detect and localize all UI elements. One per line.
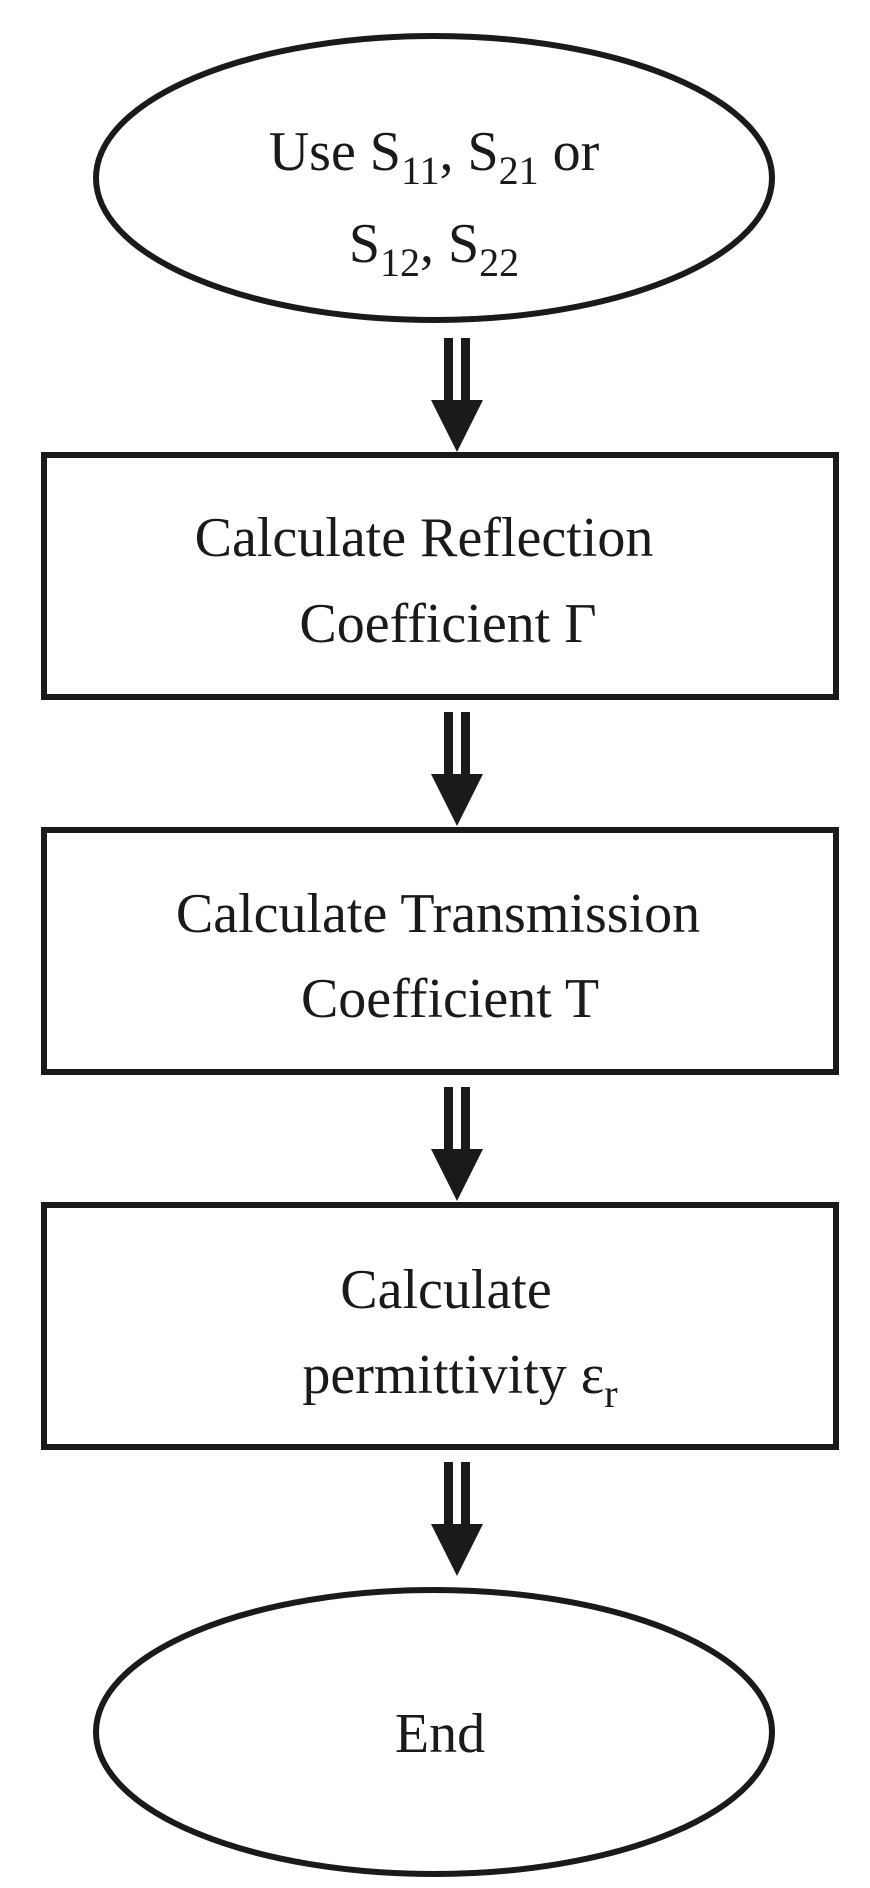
arrow-transmission-to-permittivity bbox=[431, 1087, 483, 1201]
end-oval bbox=[93, 1587, 775, 1877]
permittivity-box bbox=[41, 1202, 839, 1450]
arrow-reflection-to-transmission bbox=[431, 712, 483, 826]
reflection-box bbox=[41, 452, 839, 700]
start-node: Use S11, S21 or S12, S22 bbox=[93, 33, 775, 323]
transmission-label-line2: Coefficient T bbox=[301, 968, 599, 1030]
transmission-box bbox=[41, 827, 839, 1075]
start-label-line2: S12, S22 bbox=[349, 213, 519, 285]
start-label-line1: Use S11, S21 or bbox=[269, 121, 600, 193]
reflection-label-line1: Calculate Reflection bbox=[195, 507, 654, 569]
arrow-permittivity-to-end bbox=[431, 1462, 483, 1576]
permittivity-node: Calculate permittivity εr bbox=[41, 1202, 839, 1450]
start-oval bbox=[93, 33, 775, 323]
reflection-label-line2: Coefficient Γ bbox=[299, 593, 596, 655]
arrow-start-to-reflection bbox=[431, 338, 483, 452]
reflection-node: Calculate Reflection Coefficient Γ bbox=[41, 452, 839, 700]
transmission-label-line1: Calculate Transmission bbox=[176, 883, 700, 945]
end-label: End bbox=[395, 1703, 485, 1765]
permittivity-label-line2: permittivity εr bbox=[302, 1344, 617, 1416]
permittivity-label-line1: Calculate bbox=[340, 1259, 551, 1321]
transmission-node: Calculate Transmission Coefficient T bbox=[41, 827, 839, 1075]
end-node: End bbox=[93, 1587, 775, 1877]
